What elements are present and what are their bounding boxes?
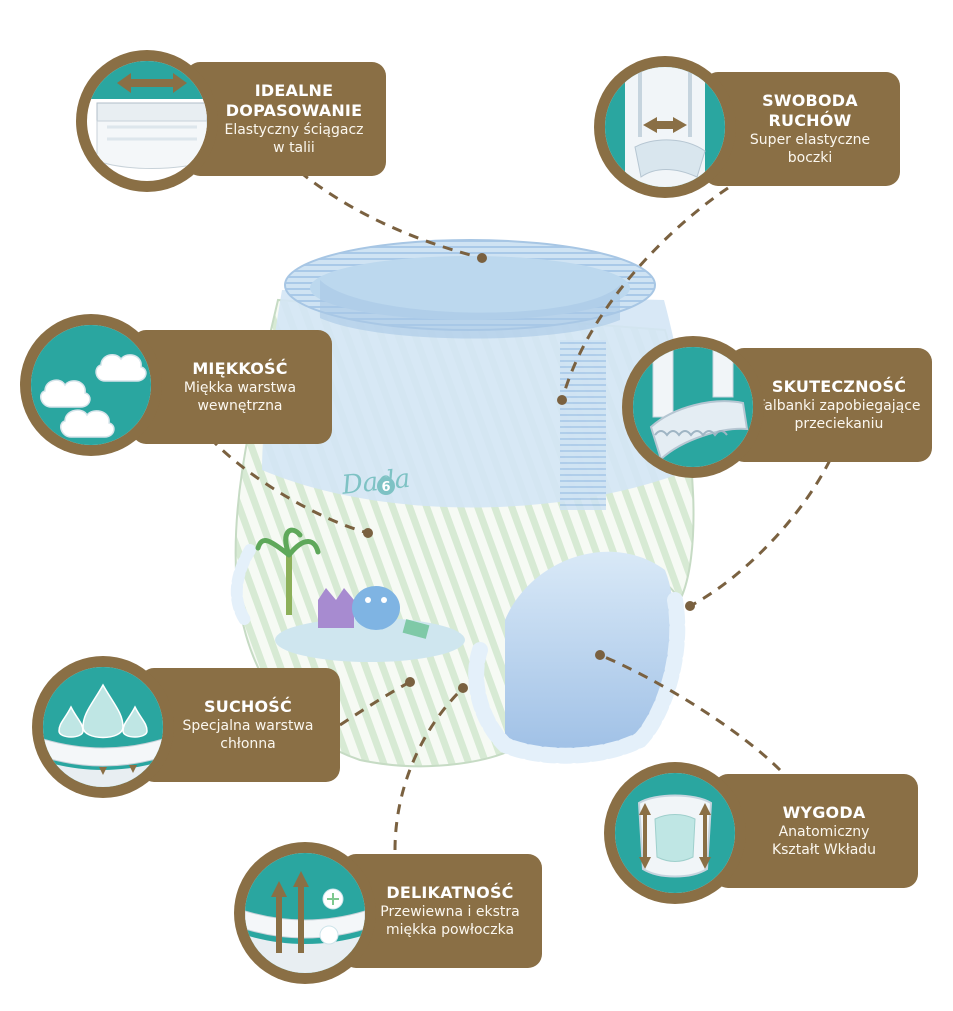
connector-efficacy <box>689 459 832 608</box>
feature-dryness-badge <box>32 656 174 798</box>
anatomic-core-icon <box>615 773 735 893</box>
feature-freedom-badge <box>594 56 736 198</box>
clouds-icon <box>31 325 151 445</box>
feature-softness-label: MIĘKKOŚĆ Miękka warstwa wewnętrzna <box>132 330 332 444</box>
connector-lines <box>208 170 832 851</box>
feature-title: SWOBODA RUCHÓW <box>762 91 858 130</box>
feature-softness-badge <box>20 314 162 456</box>
feature-desc: Anatomiczny Kształt Wkładu <box>771 824 877 858</box>
feature-delicacy-badge <box>234 842 376 984</box>
size-badge-text: 6 <box>381 480 390 495</box>
feature-freedom-label: SWOBODA RUCHÓW Super elastyczne boczki <box>704 72 900 186</box>
feature-title: SKUTECZNOŚĆ <box>771 377 907 396</box>
feature-fit-badge <box>76 50 218 192</box>
feature-desc: Miękka warstwa wewnętrzna <box>183 380 297 414</box>
size-badge-circle <box>377 477 395 495</box>
connector-softness <box>208 436 369 535</box>
feature-comfort-badge <box>604 762 746 904</box>
feature-desc: Przewiewna i ekstra miękka powłoczka <box>380 904 520 938</box>
connector-fit <box>299 170 483 260</box>
feature-title: IDEALNE DOPASOWANIE <box>225 81 363 120</box>
feature-desc: Falbanki zapobiegające przeciekaniu <box>757 398 921 432</box>
feature-comfort-label: WYGODA Anatomiczny Kształt Wkładu <box>714 774 918 888</box>
leak-guard-icon <box>633 347 753 467</box>
droplets-icon <box>43 667 163 787</box>
brand-logo-text: Dada <box>339 464 411 501</box>
feature-title: WYGODA <box>782 803 866 822</box>
feature-desc: Super elastyczne boczki <box>749 132 871 166</box>
breathable-layer-icon <box>245 853 365 973</box>
connector-delicacy <box>393 686 465 851</box>
connector-dots <box>363 253 695 693</box>
connector-comfort <box>599 653 782 772</box>
connector-dryness <box>339 680 411 727</box>
feature-efficacy-badge <box>622 336 764 478</box>
feature-efficacy-label: SKUTECZNOŚĆ Falbanki zapobiegające przec… <box>730 348 932 462</box>
connector-freedom <box>560 186 729 401</box>
feature-title: DELIKATNOŚĆ <box>386 883 514 902</box>
feature-title: MIĘKKOŚĆ <box>192 359 288 378</box>
feature-title: SUCHOŚĆ <box>204 697 292 716</box>
feature-desc: Specjalna warstwa chłonna <box>182 718 314 752</box>
feature-fit-label: IDEALNE DOPASOWANIE Elastyczny ściągacz … <box>186 62 386 176</box>
stretch-sides-icon <box>605 67 725 187</box>
waistband-icon <box>87 61 207 169</box>
feature-desc: Elastyczny ściągacz w talii <box>224 122 364 156</box>
diaper-body <box>230 239 695 768</box>
